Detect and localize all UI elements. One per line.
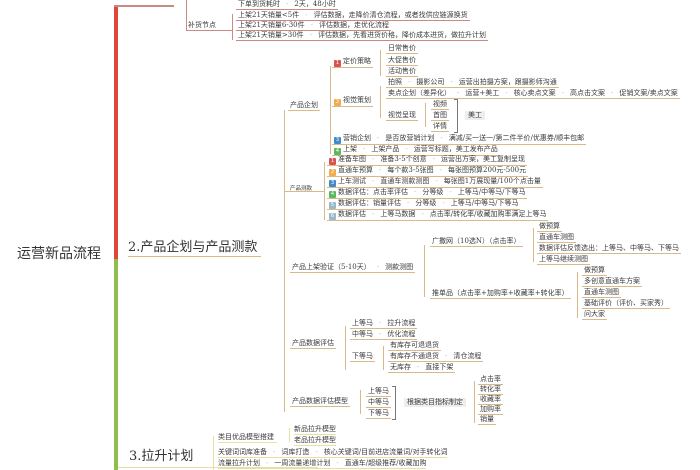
badge-1-icon: 1 [334,60,341,67]
rule-node[interactable]: 根据类目指标制定 [404,398,466,407]
present-item[interactable]: 详情 [431,122,449,132]
testing-vline [324,162,326,220]
restock-node[interactable]: 补货节点 [186,21,222,31]
restock-vline [232,14,234,40]
lower-item[interactable]: 有库存可退退货 [388,341,441,351]
wide-item[interactable]: 直通车测图 [537,233,576,243]
branch2-vline [284,110,286,412]
single-item[interactable]: 直通车测图 [582,288,621,298]
badge-2-icon: 2 [334,99,341,106]
badge-4-icon: 4 [329,191,336,198]
metric-item[interactable]: 转化率 [478,385,503,395]
selling-chain[interactable]: 卖点企划（差异化）-运营+美工-核心卖点文案-高点击文案-促销文案/卖点文案 [386,89,680,99]
single-vline [577,272,579,318]
lower-item[interactable]: 无库存-直接下架 [388,363,456,373]
visual-vline [380,86,382,118]
wide-net-node[interactable]: 广撒网（10选N）（点击率） [430,237,523,247]
grade-item[interactable]: 下等马 [366,409,391,419]
photo-chain[interactable]: 拍照-摄影公司-运营出拍摄方案，跟摄影师沟通 [386,78,559,88]
testing-node[interactable]: 产品测款 [290,186,313,192]
wide-item[interactable]: 上等马继续测图 [537,255,590,265]
grade-bracket [392,386,396,420]
wide-item[interactable]: 做预算 [537,222,562,232]
present-bracket [454,99,458,133]
metric-item[interactable]: 加购率 [478,405,503,415]
single-item[interactable]: 多创意直通车方案 [582,277,642,287]
single-push-node[interactable]: 推单品（点击率+加购率+收藏率+转化率） [430,289,571,299]
badge-5-icon: 5 [329,202,336,209]
model-item[interactable]: 老品拉升模型 [294,436,336,446]
planning-node[interactable]: 产品企划 [288,101,320,111]
verify-vline [424,245,426,297]
badge-3-icon: 3 [334,137,341,144]
model-node[interactable]: 产品数据评估模型 [290,397,350,407]
restock-row[interactable]: 上架21天销量>30件-评估数据，先看进货价格，降价成本进货，做拉升计划 [236,31,489,41]
branch1-connector [114,5,174,7]
badge-3-icon: 3 [329,180,336,187]
designer-node[interactable]: 美工 [465,111,485,120]
grade-item[interactable]: 上等马 [366,387,391,397]
badge-6-icon: 6 [329,213,336,220]
badge-2-icon: 2 [329,169,336,176]
lower-horse-node[interactable]: 下等马 [350,352,375,362]
testing-h [284,191,324,192]
branch3-node[interactable]: 3.拉升计划 [129,449,194,464]
branch2-node[interactable]: 2.产品企划与产品测款 [128,240,262,257]
category-model-node[interactable]: 类目优品模型搭建 [218,433,277,443]
single-item[interactable]: 做预算 [582,266,607,276]
trunk-branch1 [114,5,118,259]
model-items-vline [289,428,291,442]
metric-item[interactable]: 收藏率 [478,395,503,405]
evaluate-vline [345,326,347,370]
keywords-row[interactable]: 关键词词库准备-词库打造-核心关键词/目前进店流量词/对手转化词 [218,448,448,458]
pricing-vline [380,50,382,76]
metric-item[interactable]: 销量 [478,415,496,425]
price-item[interactable]: 日常售价 [386,44,418,54]
wide-item[interactable]: 数据评估反馈选出：上等马、中等马、下等马 [537,244,681,254]
single-item[interactable]: 问大家 [582,310,607,320]
upper-horse-row[interactable]: 上等马-拉升流程 [350,319,418,329]
present-item[interactable]: 视频 [431,100,449,110]
lower-vline [383,346,385,370]
lower-item[interactable]: 有库存不通退货-清仓流程 [388,352,484,362]
root-node[interactable]: 运营新品流程 [17,246,101,262]
metric-item[interactable]: 点击率 [478,375,503,385]
metrics-vline [474,381,476,423]
single-item[interactable]: 基础评价（评价、买家秀） [582,299,670,309]
present-item[interactable]: 首图 [431,111,449,121]
price-item[interactable]: 大促售价 [386,56,418,66]
verify-node[interactable]: 产品上架验证（5-10天）-测款测图 [290,263,416,273]
price-item[interactable]: 活动售价 [386,67,418,77]
middle-horse-row[interactable]: 中等马-优化流程 [350,330,418,340]
trunk-branch2 [114,259,118,470]
badge-1-icon: 1 [329,158,336,165]
model-item[interactable]: 新品拉升模型 [294,425,336,435]
restock-row[interactable]: 上架21天销量<5件-评估数据，走降价清仓流程，或者找供应链源换货 [236,11,470,21]
branch3-h [118,467,318,469]
traffic-row[interactable]: 流量拉升计划-一周流量递增计划-直通车/超级推荐/收藏加购 [218,459,427,469]
wide-vline [533,228,535,262]
badge-4-icon: 4 [334,148,341,155]
grade-item[interactable]: 中等马 [366,398,391,408]
arrival-time-row[interactable]: 下单到货耗时-2天，48小时 [236,0,338,10]
evaluate-node[interactable]: 产品数据评估 [290,339,336,349]
planning-vline [330,66,332,154]
branch3-vline [213,436,215,470]
model-vline [360,390,362,414]
present-node[interactable]: 视觉呈现 [386,111,418,121]
branch1-vline [186,0,188,30]
present-vline [425,103,427,127]
restock-row[interactable]: 上架21天销量6-30件-评估数据，走优化流程 [236,21,392,31]
